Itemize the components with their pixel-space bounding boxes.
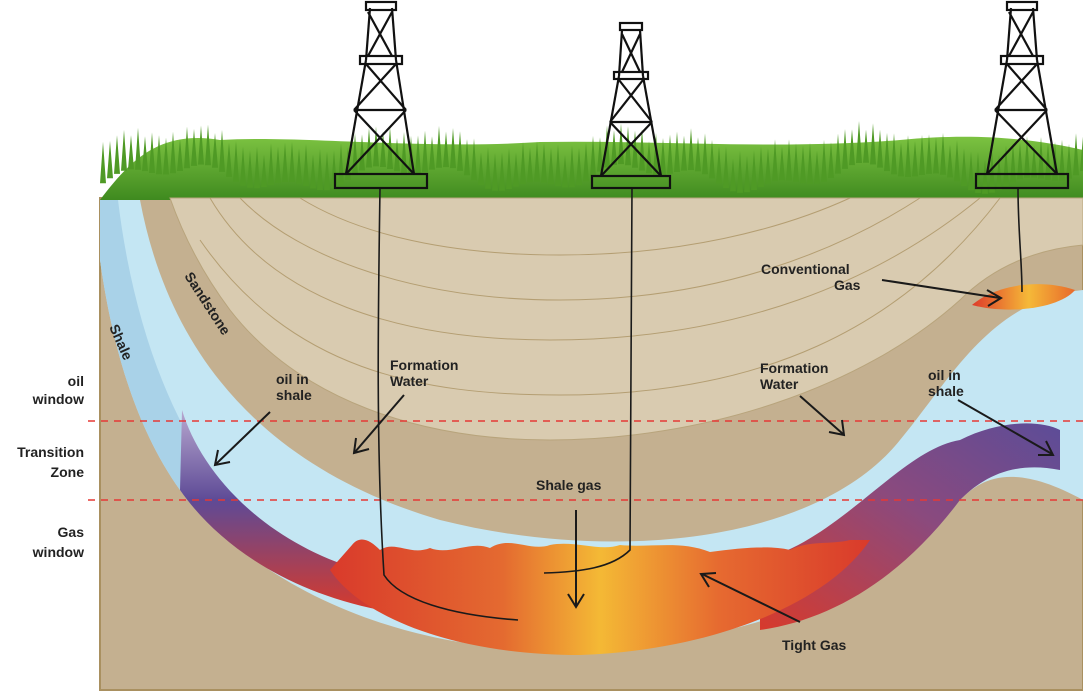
zone-gas-window-line1: Gas bbox=[58, 524, 85, 540]
zone-oil-window-line1: oil bbox=[68, 373, 84, 389]
zone-transition-line2: Zone bbox=[51, 464, 85, 480]
label-formation-water-left-line1: Formation bbox=[390, 357, 458, 373]
label-tight-gas: Tight Gas bbox=[782, 637, 847, 653]
label-conventional-gas-line2: Gas bbox=[834, 277, 861, 293]
label-oil-shale-right-line2: shale bbox=[928, 383, 964, 399]
label-conventional-gas-line1: Conventional bbox=[761, 261, 850, 277]
label-formation-water-left-line2: Water bbox=[390, 373, 429, 389]
label-formation-water-right-line1: Formation bbox=[760, 360, 828, 376]
label-formation-water-right-line2: Water bbox=[760, 376, 799, 392]
label-oil-shale-left-line1: oil in bbox=[276, 371, 309, 387]
zone-transition-line1: Transition bbox=[17, 444, 84, 460]
zone-oil-window-line2: window bbox=[32, 391, 84, 407]
zone-gas-window-line2: window bbox=[32, 544, 84, 560]
label-oil-shale-right-line1: oil in bbox=[928, 367, 961, 383]
label-oil-shale-left-line2: shale bbox=[276, 387, 312, 403]
label-shale-gas: Shale gas bbox=[536, 477, 602, 493]
